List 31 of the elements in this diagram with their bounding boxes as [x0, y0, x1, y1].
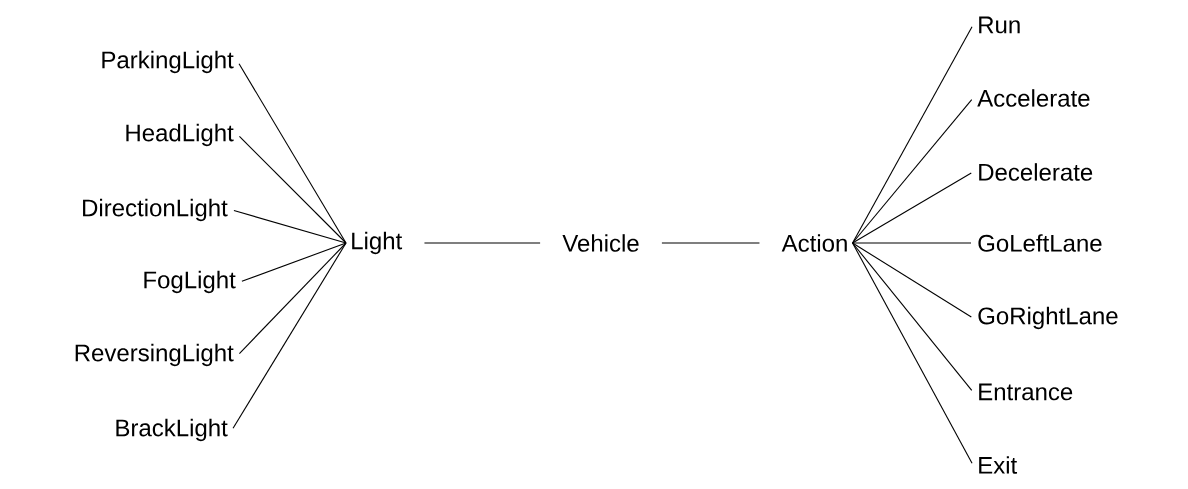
connector-line: [852, 26, 973, 244]
connector-line: [238, 135, 347, 244]
connector-line: [661, 242, 760, 244]
category-label: Action: [781, 234, 847, 252]
connector-line: [852, 172, 972, 244]
connector-line: [232, 242, 347, 429]
connector-line: [852, 242, 972, 244]
connector-line: [238, 242, 347, 355]
term-label: FogLight: [144, 270, 236, 294]
connector-line: [423, 242, 541, 244]
connector-line: [238, 63, 347, 244]
term-label: GoLeftLane: [978, 234, 1102, 252]
root-label: Vehicle: [562, 234, 639, 252]
term-label: DirectionLight: [83, 198, 228, 222]
connector-line: [852, 242, 973, 464]
term-label: Exit: [979, 456, 1018, 474]
term-label: ParkingLight: [102, 50, 234, 74]
connector-line: [233, 210, 347, 244]
category-label: Light: [352, 231, 403, 255]
term-label: Accelerate: [977, 89, 1090, 107]
connector-line: [852, 99, 973, 244]
term-label: GoRightLane: [978, 306, 1118, 330]
term-label: Run: [979, 16, 1020, 34]
term-label: ReversingLight: [75, 343, 234, 367]
connector-line: [852, 242, 972, 318]
term-label: Decelerate: [979, 163, 1093, 181]
connector-line: [241, 242, 347, 282]
term-label: Entrance: [979, 383, 1073, 401]
term-label: BrackLight: [116, 418, 228, 442]
connector-line: [852, 242, 973, 391]
term-label: HeadLight: [126, 123, 234, 147]
